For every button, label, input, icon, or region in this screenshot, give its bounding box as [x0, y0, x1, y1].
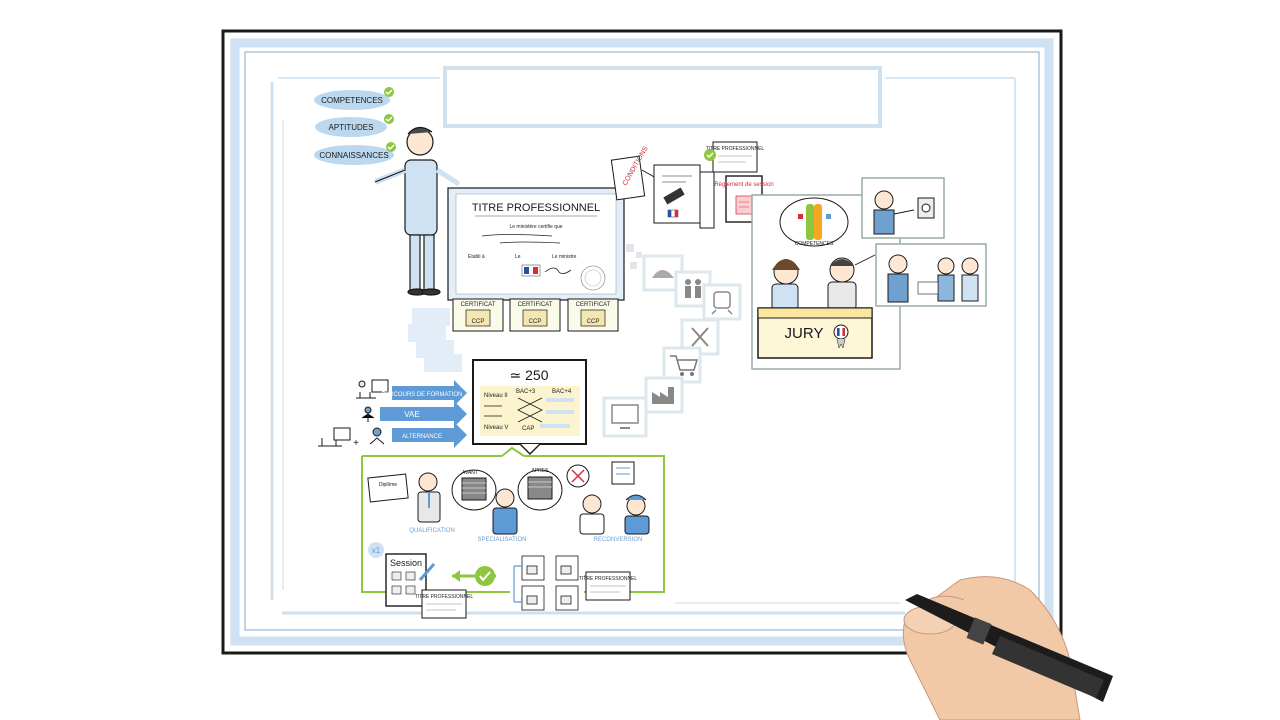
avant-label: AVANT	[462, 470, 478, 476]
pill-label: COMPETENCES	[321, 96, 383, 105]
levels-monitor: ≃ 250 Niveau II Niveau V BAC+3 BAC+4 CAP	[472, 359, 587, 455]
trades-icons	[602, 244, 742, 438]
ccp-header: CERTIFICAT	[576, 302, 611, 308]
pill-competences: COMPETENCES	[314, 87, 394, 110]
alternance-icon: +	[318, 427, 385, 449]
titre-professionnel-certificate: TITRE PROFESSIONNEL Le ministère certifi…	[447, 187, 625, 301]
faded-pages-stack	[408, 308, 462, 372]
gavel-icon	[663, 187, 685, 205]
diploma-icon	[367, 473, 409, 503]
apres-label: APRES	[532, 468, 550, 474]
building-icon	[611, 461, 635, 485]
session-label: Session	[390, 558, 422, 568]
level-row-ii: Niveau II	[484, 393, 508, 399]
factory-icon	[644, 376, 684, 414]
flag-medal-icon	[833, 324, 849, 340]
titre-pro-small-doc: TITRE PROFESSIONNEL	[704, 141, 765, 173]
pill-label: CONNAISSANCES	[319, 151, 388, 160]
arrow-vae: VAE	[380, 401, 467, 427]
role-label-specialisation: SPECIALISATION	[478, 537, 527, 543]
certificate-title: TITRE PROFESSIONNEL	[472, 202, 600, 214]
train-icon	[702, 283, 742, 321]
marker-icon	[905, 594, 1113, 702]
ccp-label: CCP	[472, 319, 485, 325]
ccp-box-1: CERTIFICAT CCP	[452, 298, 504, 332]
check-icon	[475, 566, 495, 586]
sessions-grid	[521, 555, 579, 611]
arrow-label: PARCOURS DE FORMATION	[382, 392, 463, 398]
certificate-subtitle: Le ministère certifie que	[509, 224, 562, 230]
certificate-ministre: Le ministre	[552, 254, 577, 260]
titre-pro-doc-left: TITRE PROFESSIONNEL	[415, 589, 474, 619]
pill-connaissances: CONNAISSANCES	[314, 142, 396, 165]
certificate-etabli: Etabli à	[468, 254, 485, 260]
session-multiplier: x1	[372, 546, 381, 555]
arrow-label: VAE	[404, 410, 419, 419]
titre-pro-doc-right: TITRE PROFESSIONNEL	[579, 571, 638, 601]
stamp-icon	[580, 265, 606, 291]
vae-person-icon	[361, 406, 375, 422]
cutlery-icon	[571, 469, 585, 483]
pathways: + PARCOURS DE FORMATION VAE ALTERNANCE	[318, 379, 467, 449]
ccp-header: CERTIFICAT	[461, 302, 496, 308]
documents-group: CONDITIONS TITRE PROFESSIONNEL Règlement…	[610, 141, 774, 229]
marianne-logo-icon	[521, 264, 541, 277]
competences-label: COMPETENCES	[795, 241, 834, 247]
level-cap: CAP	[522, 426, 534, 432]
reconversion-figure: RECONVERSION	[566, 461, 650, 543]
qualification-figure: Diplôme QUALIFICATION	[367, 472, 455, 534]
ccp-boxes: CERTIFICAT CCP CERTIFICAT CCP CERTIFICAT…	[452, 298, 619, 332]
exam-scene-top	[861, 177, 945, 239]
law-document	[653, 164, 715, 229]
hand-with-marker	[902, 576, 1113, 720]
training-person-icon	[356, 379, 389, 399]
ccp-label: CCP	[587, 319, 600, 325]
ccp-label: CCP	[529, 319, 542, 325]
pill-label: APTITUDES	[329, 123, 374, 132]
profiles-panel: Diplôme QUALIFICATION AVANT APRES SPECIA…	[361, 446, 665, 619]
title-box	[443, 66, 882, 128]
arrow-label: ALTERNANCE	[402, 434, 442, 440]
level-row-v: Niveau V	[484, 425, 508, 431]
exam-scene-bottom	[854, 243, 987, 307]
ccp-header: CERTIFICAT	[518, 302, 553, 308]
titre-pro-small-label: TITRE PROFESSIONNEL	[706, 146, 765, 152]
diploma-label: Diplôme	[379, 482, 398, 488]
ccp-box-2: CERTIFICAT CCP	[509, 298, 561, 332]
levels-count: ≃ 250	[510, 367, 549, 383]
titre-pro-label: TITRE PROFESSIONNEL	[579, 576, 638, 582]
specialisation-figure: AVANT APRES SPECIALISATION	[451, 468, 563, 543]
pen-icon	[418, 563, 436, 581]
role-label-qualification: QUALIFICATION	[409, 528, 455, 534]
arrow-parcours: PARCOURS DE FORMATION	[382, 380, 467, 406]
titre-pro-label: TITRE PROFESSIONNEL	[415, 594, 474, 600]
computer-icon	[602, 396, 648, 438]
session-process: x1 Session TITRE PROFESSIONNEL	[368, 542, 638, 619]
faded-squares	[626, 244, 642, 269]
man-figure	[373, 126, 461, 296]
jury-label: JURY	[785, 325, 824, 342]
level-bac3: BAC+3	[516, 389, 536, 395]
plus-icon: +	[353, 438, 359, 449]
level-bac4: BAC+4	[552, 389, 572, 395]
reglement-label: Règlement de session	[714, 182, 773, 188]
pill-aptitudes: APTITUDES	[315, 114, 394, 137]
ccp-box-3: CERTIFICAT CCP	[567, 298, 619, 332]
cart-icon	[662, 346, 702, 384]
certificate-le: Le	[515, 254, 521, 260]
skill-pills: COMPETENCES APTITUDES CONNAISSANCES	[314, 87, 396, 165]
competences-gauge-icon	[806, 204, 814, 240]
session-document: Session	[385, 553, 427, 607]
arrow-alternance: ALTERNANCE	[392, 422, 467, 448]
role-label-reconversion: RECONVERSION	[594, 537, 643, 543]
signature-icon	[544, 267, 572, 274]
